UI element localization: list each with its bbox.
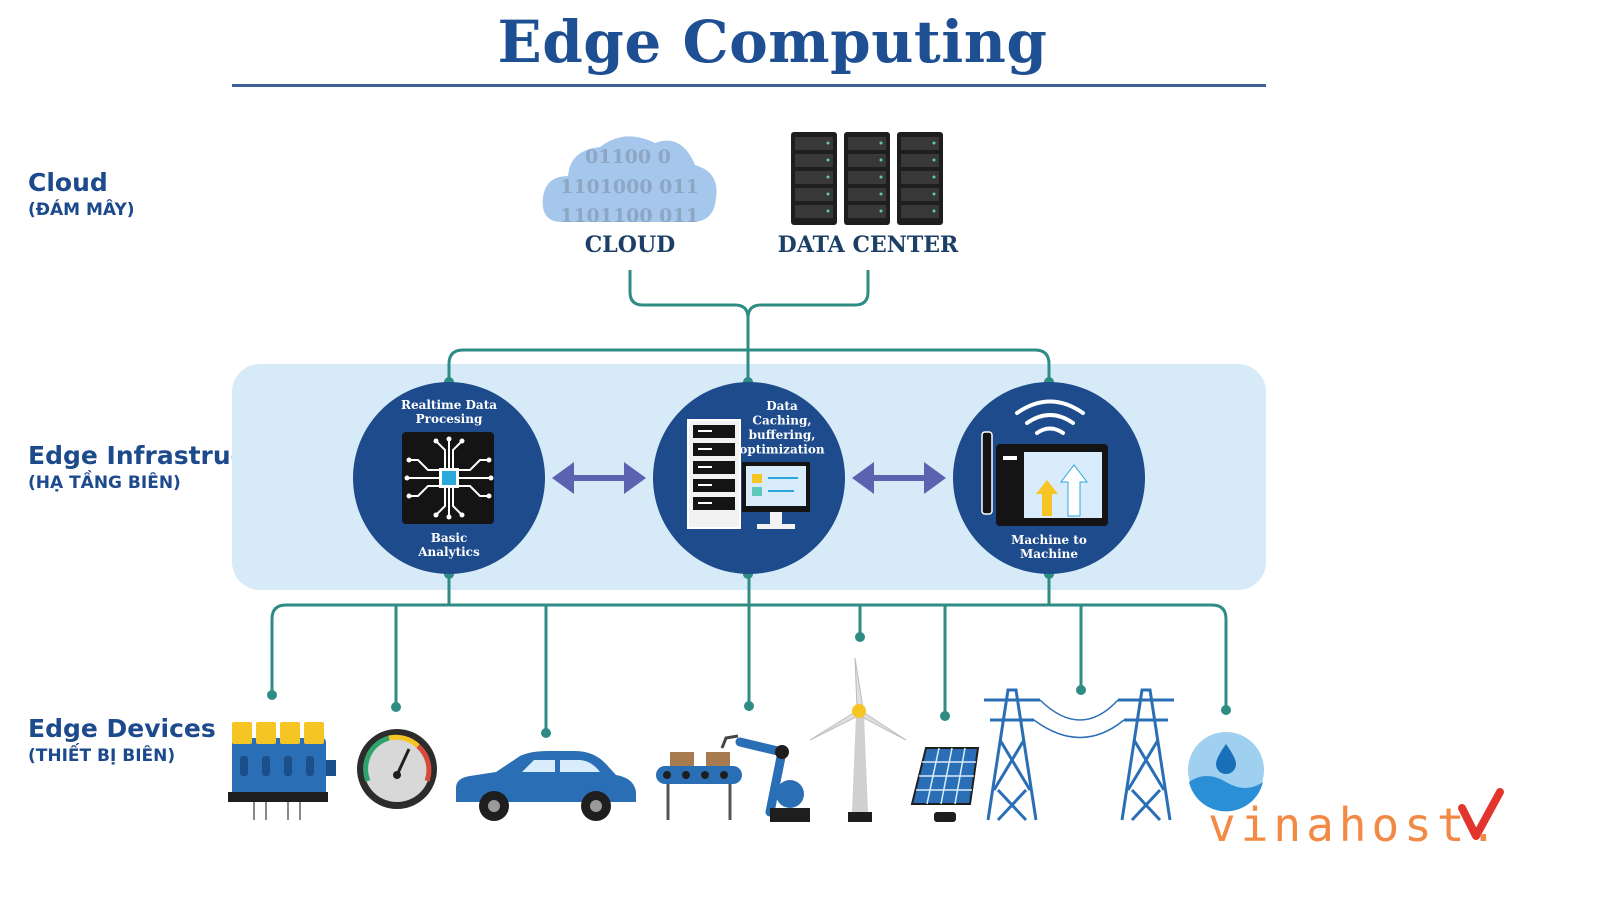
caching-caption: Data: [766, 399, 798, 413]
vinahost-logo: vinahost.: [1208, 798, 1503, 852]
caching-caption: optimization: [739, 443, 824, 457]
bidirectional-arrow-icon: [852, 462, 946, 494]
processor-chip-icon: [402, 432, 494, 524]
tier-subtitle: (THIẾT BỊ BIÊN): [28, 746, 176, 766]
cloud-label: CLOUD: [584, 232, 676, 258]
cloud-connector: [447, 270, 1051, 382]
analytics-caption-top: Realtime Data: [401, 398, 497, 412]
binary-text: 01100 0: [585, 146, 671, 168]
tier-name: Cloud: [28, 168, 108, 197]
tier-label-cloud: Cloud (ĐÁM MÂY): [28, 168, 135, 221]
power-transmission-tower-icon: [984, 688, 1174, 822]
logo-checkmark-icon: [1458, 788, 1504, 840]
caching-caption: Caching,: [752, 414, 811, 428]
device-connector: [270, 574, 1228, 733]
binary-text: 1101000 011: [560, 176, 699, 198]
analytics-caption-top: Procesing: [416, 412, 483, 426]
caching-caption: buffering,: [749, 428, 816, 442]
car-icon: [456, 751, 636, 821]
analytics-caption-bottom: Analytics: [417, 545, 480, 559]
binary-text: 1101100 011: [560, 205, 699, 227]
speedometer-gauge-icon: [357, 729, 437, 809]
tier-name: Edge Devices: [28, 714, 216, 743]
m2m-caption: Machine: [1020, 547, 1078, 561]
data-center-label: DATA CENTER: [777, 232, 959, 258]
data-center-server-icon: [791, 132, 943, 225]
tablet-chart-icon: [981, 399, 1108, 526]
cloud-icon: 01100 0 1101000 011 1101100 011: [542, 136, 717, 227]
robotic-arm-conveyor-icon: [656, 734, 810, 822]
solar-panel-icon: [910, 747, 980, 822]
tier-subtitle: (HẠ TẦNG BIÊN): [28, 473, 181, 493]
page-title: Edge Computing: [497, 8, 1048, 76]
engine-block-icon: [228, 722, 336, 820]
tier-subtitle: (ĐÁM MÂY): [28, 200, 135, 220]
water-drop-icon: [1188, 732, 1264, 812]
m2m-caption: Machine to: [1011, 533, 1087, 547]
analytics-caption-bottom: Basic: [431, 531, 468, 545]
bidirectional-arrow-icon: [552, 462, 646, 494]
connector-dots: [267, 632, 1231, 738]
wind-turbine-icon: [809, 657, 907, 822]
tier-label-edge-devices: Edge Devices (THIẾT BỊ BIÊN): [28, 714, 216, 767]
server-monitor-icon: [687, 419, 810, 529]
title-underline: [232, 84, 1266, 87]
